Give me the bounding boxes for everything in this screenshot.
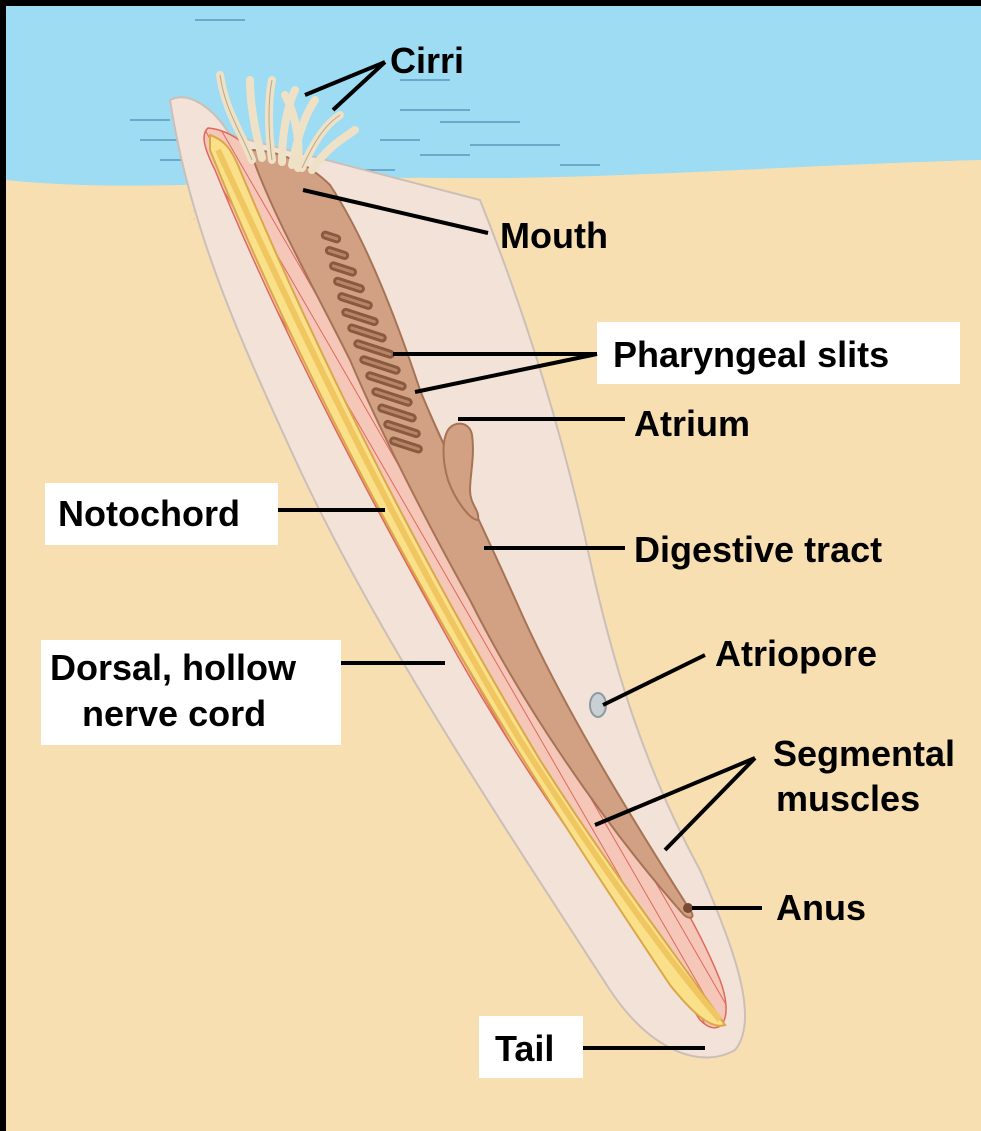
label-mouth: Mouth [500,215,608,256]
label-pharyngeal-slits: Pharyngeal slits [613,334,889,375]
label-digestive-tract: Digestive tract [634,529,882,570]
label-dorsal-line1: Dorsal, hollow [50,647,297,688]
label-tail: Tail [495,1028,554,1069]
label-anus: Anus [776,887,866,928]
label-segmental-line1: Segmental [773,733,955,774]
label-atriopore: Atriopore [715,633,877,674]
label-notochord: Notochord [58,493,240,534]
label-atrium: Atrium [634,403,750,444]
anus-opening [683,903,693,913]
label-cirri: Cirri [390,40,464,81]
label-dorsal-line2: nerve cord [82,693,266,734]
label-segmental-line2: muscles [776,778,920,819]
